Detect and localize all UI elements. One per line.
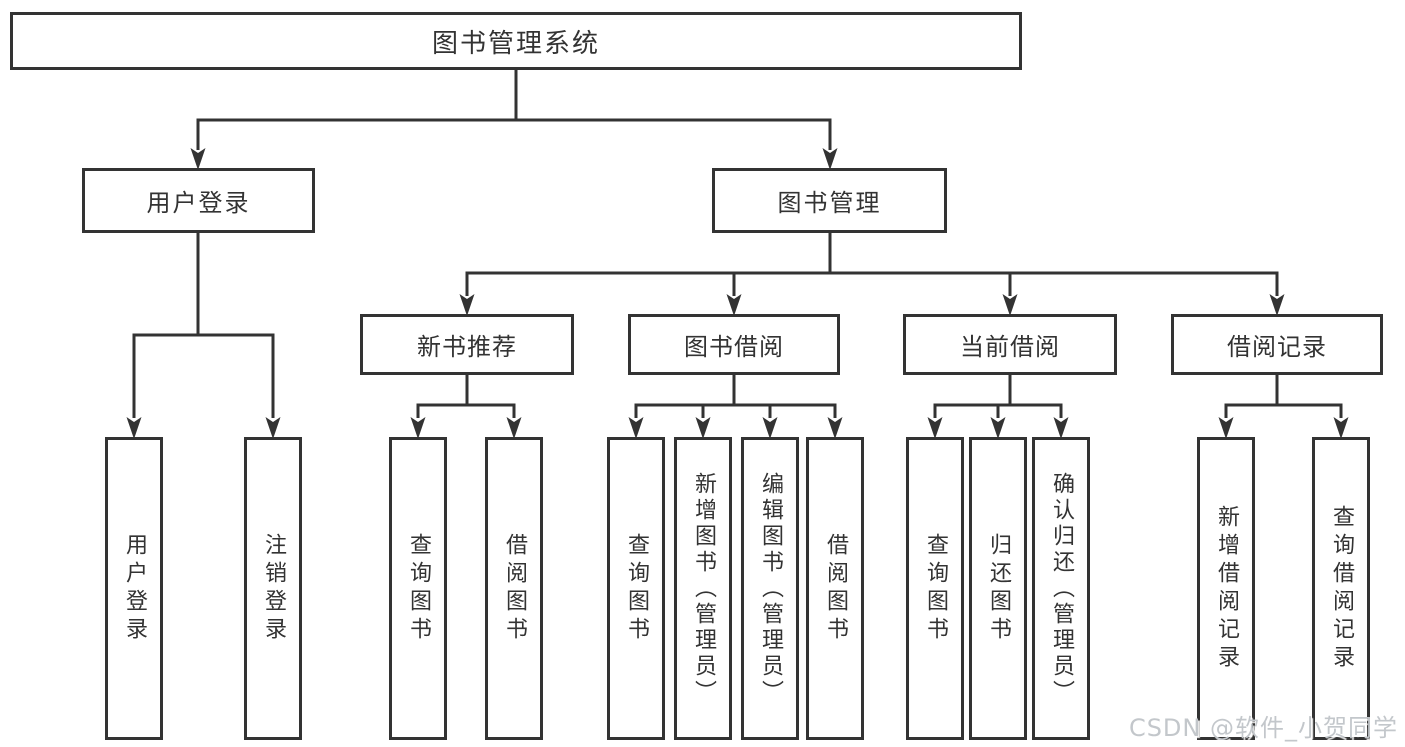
node-label: 查询借阅记录	[1329, 504, 1354, 673]
node-label: 借阅记录	[1227, 333, 1327, 361]
node-label: 归还图书	[986, 532, 1011, 645]
node-user-login-group: 用户登录	[82, 168, 315, 233]
node-label: 图书管理系统	[431, 28, 600, 59]
node-label: 图书借阅	[684, 333, 784, 361]
leaf-query-books-current: 查询图书	[906, 437, 964, 740]
node-root-system: 图书管理系统	[10, 12, 1022, 70]
csdn-watermark: CSDN @软件_小贺同学	[1128, 714, 1398, 742]
node-book-management: 图书管理	[712, 168, 947, 233]
node-label: 图书管理	[777, 189, 882, 217]
leaf-edit-books-admin: 编辑图书（管理员）	[741, 437, 799, 740]
connector-paths	[132, 70, 1343, 418]
leaf-user-login: 用户登录	[105, 437, 163, 740]
node-label: 查询图书	[624, 532, 649, 645]
node-label: 新书推荐	[417, 333, 517, 361]
leaf-query-books-borrowing: 查询图书	[607, 437, 665, 740]
node-label: 用户登录	[122, 532, 147, 645]
node-current-borrowing: 当前借阅	[903, 314, 1117, 375]
node-label: 用户登录	[146, 189, 251, 217]
node-label: 查询图书	[923, 532, 948, 645]
leaf-borrow-books-recommend: 借阅图书	[485, 437, 543, 740]
node-label: 借阅图书	[823, 532, 848, 645]
node-label: 编辑图书（管理员）	[758, 471, 783, 706]
node-label: 新增借阅记录	[1214, 504, 1239, 673]
node-label: 注销登录	[261, 532, 286, 645]
node-book-borrowing: 图书借阅	[628, 314, 840, 375]
node-label: 借阅图书	[502, 532, 527, 645]
leaf-query-books-recommend: 查询图书	[389, 437, 447, 740]
node-borrowing-records: 借阅记录	[1171, 314, 1383, 375]
node-label: 当前借阅	[960, 333, 1060, 361]
node-label: 新增图书（管理员）	[691, 471, 716, 706]
leaf-return-books: 归还图书	[969, 437, 1027, 740]
leaf-add-books-admin: 新增图书（管理员）	[674, 437, 732, 740]
node-new-book-recommend: 新书推荐	[360, 314, 574, 375]
leaf-logout: 注销登录	[244, 437, 302, 740]
leaf-query-borrow-record: 查询借阅记录	[1312, 437, 1370, 740]
leaf-add-borrow-record: 新增借阅记录	[1197, 437, 1255, 740]
node-label: 查询图书	[406, 532, 431, 645]
leaf-confirm-return-admin: 确认归还（管理员）	[1032, 437, 1090, 740]
leaf-borrow-books: 借阅图书	[806, 437, 864, 740]
node-label: 确认归还（管理员）	[1049, 471, 1074, 706]
